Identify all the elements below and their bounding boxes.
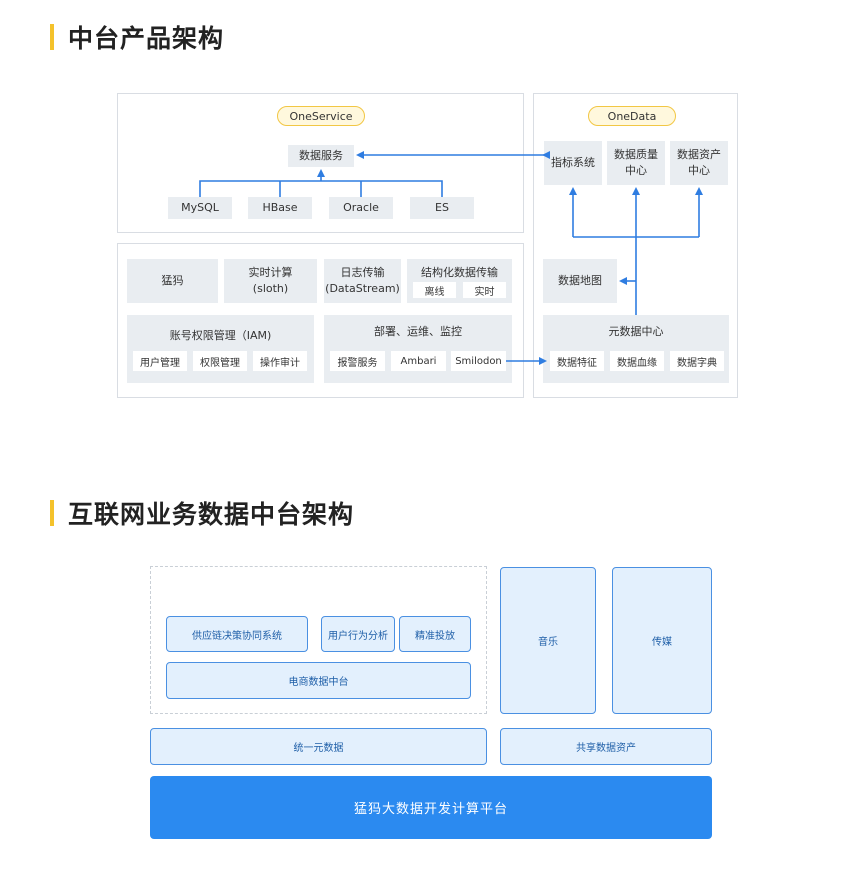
structured-transfer-title: 结构化数据传输 [421,266,498,279]
store-es: ES [410,197,474,219]
supply-chain-box: 供应链决策协同系统 [166,616,308,652]
metadata-center-group [543,315,729,383]
metric-system-box: 指标系统 [544,141,602,185]
user-behavior-box: 用户行为分析 [321,616,395,652]
metadata-center-title: 元数据中心 [608,325,664,338]
section-title-text: 互联网业务数据中台架构 [68,500,355,529]
deploy-ops-group [324,315,512,383]
data-map-box: 数据地图 [543,259,617,303]
business-apps-dashed-group [150,566,487,714]
precise-ads-box: 精准投放 [399,616,471,652]
accent-bar [50,24,54,50]
shared-assets-box: 共享数据资产 [500,728,712,765]
store-hbase: HBase [248,197,312,219]
section-title-business-architecture: 互联网业务数据中台架构 [50,495,354,531]
music-box: 音乐 [500,567,596,714]
data-asset-center-box: 数据资产 中心 [670,141,728,185]
section-title-text: 中台产品架构 [68,24,225,53]
data-dictionary-box: 数据字典 [670,351,724,371]
iam-group [127,315,314,383]
connector-lines [199,151,703,365]
section-title-product-architecture: 中台产品架构 [50,19,224,55]
ambari-box: Ambari [391,351,446,371]
log-transfer-box: 日志传输 (DataStream) [324,259,401,303]
data-quality-center-box: 数据质量 中心 [607,141,665,185]
store-bracket-line [199,180,443,197]
accent-bar [50,500,54,526]
unified-metadata-box: 统一元数据 [150,728,487,765]
alert-service-box: 报警服务 [330,351,385,371]
realtime-box: 实时 [463,282,506,298]
operation-audit-box: 操作审计 [253,351,307,371]
ecommerce-platform-box: 电商数据中台 [166,662,471,699]
mengma-platform-bar: 猛犸大数据开发计算平台 [150,776,712,839]
data-lineage-box: 数据血缘 [610,351,664,371]
mengma-box: 猛犸 [127,259,218,303]
offline-box: 离线 [413,282,456,298]
oneservice-pill: OneService [277,106,365,126]
iam-title: 账号权限管理（IAM) [169,329,272,342]
onedata-pill: OneData [588,106,676,126]
smilodon-box: Smilodon [451,351,506,371]
data-feature-box: 数据特征 [550,351,604,371]
deploy-ops-title: 部署、运维、监控 [374,325,462,338]
media-box: 传媒 [612,567,712,714]
realtime-compute-box: 实时计算 (sloth) [224,259,317,303]
store-oracle: Oracle [329,197,393,219]
user-management-box: 用户管理 [133,351,187,371]
store-mysql: MySQL [168,197,232,219]
permission-management-box: 权限管理 [193,351,247,371]
data-service-box: 数据服务 [288,145,354,167]
